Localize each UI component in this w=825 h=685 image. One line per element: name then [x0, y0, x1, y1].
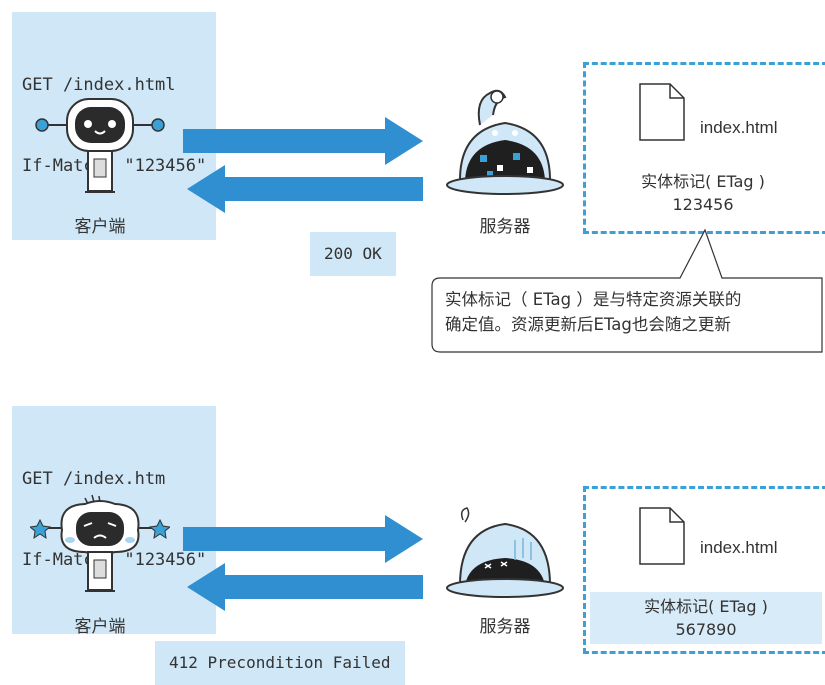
bottom-scenario: GET /index.htm If-Match: "123456" 客户端 服务… — [0, 340, 825, 685]
exchange-arrows-icon — [183, 117, 423, 213]
note-text: 实体标记（ ETag ）是与特定资源关联的 确定值。资源更新后ETag也会随之更… — [445, 287, 741, 337]
note-callout — [431, 228, 823, 353]
etag-info: 实体标记( ETag ) 567890 — [590, 592, 822, 644]
server-label: 服务器 — [479, 217, 531, 237]
note-line-2: 确定值。资源更新后ETag也会随之更新 — [445, 315, 731, 334]
exchange-arrows-icon — [183, 515, 423, 611]
server-robot-icon — [446, 507, 564, 598]
request-line-1: GET /index.htm — [22, 469, 166, 489]
note-line-1: 实体标记（ ETag ）是与特定资源关联的 — [445, 290, 742, 309]
request-line-1: GET /index.html — [22, 75, 176, 95]
resource-box — [583, 486, 825, 654]
file-icon — [639, 83, 685, 141]
client-robot-icon — [35, 98, 165, 193]
response-box: 200 OK — [310, 232, 396, 276]
etag-value: 567890 — [675, 620, 737, 639]
file-name: index.html — [700, 118, 778, 137]
file-name: index.html — [700, 538, 778, 557]
client-label: 客户端 — [74, 217, 126, 237]
file-icon — [639, 507, 685, 565]
worried-client-robot-icon — [30, 494, 170, 592]
top-scenario: GET /index.html If-Match: "123456" 客户端 — [0, 0, 825, 353]
etag-label: 实体标记( ETag ) — [641, 172, 765, 191]
server-label: 服务器 — [479, 617, 531, 637]
server-robot-icon — [446, 89, 564, 195]
etag-value: 123456 — [672, 195, 734, 214]
client-label: 客户端 — [74, 617, 126, 637]
etag-info: 实体标记( ETag ) 123456 — [598, 170, 808, 216]
response-box: 412 Precondition Failed — [155, 641, 405, 685]
etag-label: 实体标记( ETag ) — [644, 597, 768, 616]
